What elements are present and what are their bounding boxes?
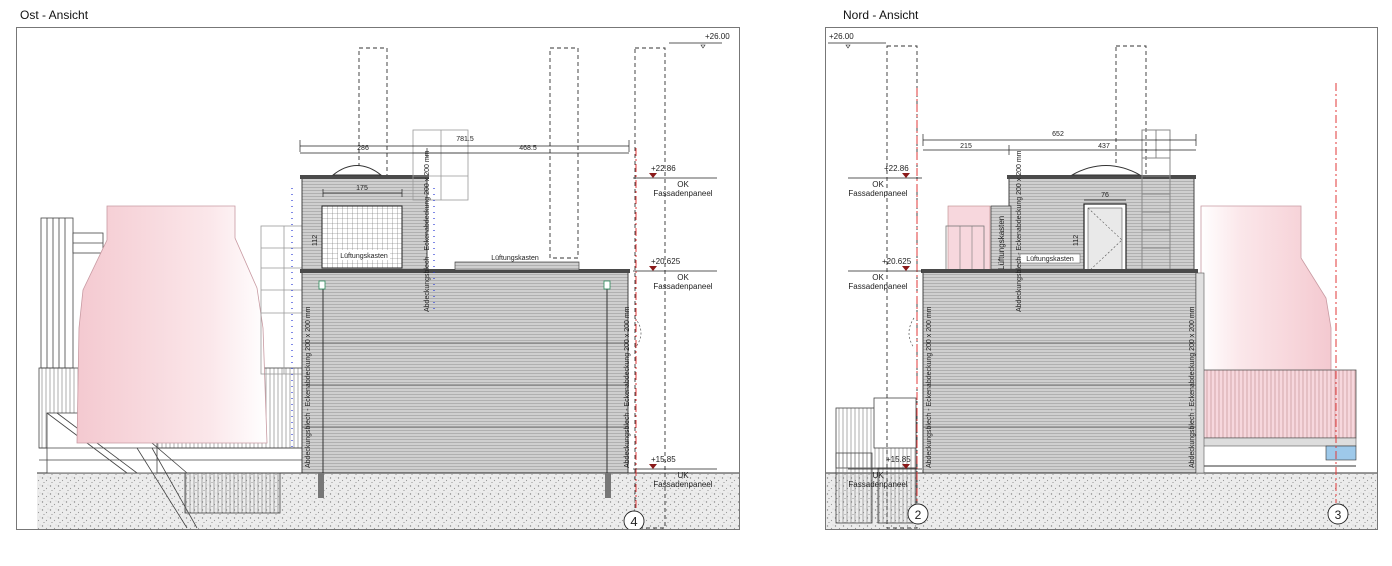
dim-vent-east: 175: [356, 185, 368, 192]
level-2-label2-north: Fassadenpaneel: [848, 282, 907, 291]
top-level-north: +26.00: [829, 32, 854, 41]
axis-bubble-north-3: [1327, 503, 1349, 525]
cover-label-upper-north: Abdeckungsblech - Eckenabdeckung 200 x 2…: [1016, 150, 1023, 312]
level-3-label2-north: Fassadenpaneel: [848, 480, 907, 489]
vent-box-horizontal-north: Lüftungskasten: [1026, 256, 1074, 263]
pink-element-north: [947, 205, 991, 272]
east-view-title: Ost - Ansicht: [20, 8, 89, 22]
cover-label-upper: Abdeckungsblech - Eckenabdeckung 200 x 2…: [424, 150, 431, 312]
level-2-value-north: +20.625: [882, 257, 912, 266]
main-roof-edge: [300, 269, 630, 273]
level-3-label1-east: UK: [677, 471, 689, 480]
dim-door-north: 76: [1101, 192, 1109, 199]
dimension-lines-east: [299, 140, 630, 197]
level-markers-north: +22.86 OK Fassadenpaneel +20.625 OK Fass…: [848, 164, 922, 489]
level-2-label1-east: OK: [677, 273, 689, 282]
left-stair-north: [835, 397, 917, 524]
top-level-east: +26.00: [705, 32, 730, 41]
roof-hatch-north: [1070, 165, 1142, 176]
vent-box-label-1: Lüftungskasten: [340, 253, 388, 260]
north-view-title: Nord - Ansicht: [843, 8, 919, 22]
cover-label-left-north: Abdeckungsblech - Eckenabdeckung 200 x 2…: [926, 306, 933, 468]
level-3-value-north: +15.85: [886, 455, 911, 464]
axis-label-north-3: 3: [1335, 508, 1342, 522]
water-box-north: [1325, 445, 1357, 461]
level-1-label1-north: OK: [872, 180, 884, 189]
north-view-drawing: Lüftungskasten Lüftungskasten Abdeckungs…: [825, 27, 1378, 530]
tank-east: [76, 205, 268, 444]
level-1-value-east: +22.86: [651, 164, 676, 173]
axis-bubble-north-2: [907, 503, 929, 525]
dim-right-north: 437: [1098, 143, 1110, 150]
main-roof-edge-north: [921, 269, 1198, 273]
level-2-label1-north: OK: [872, 273, 884, 282]
vent-box-roof-east: [454, 261, 580, 271]
level-2-value-east: +20.625: [651, 257, 681, 266]
cover-label-right-north: Abdeckungsblech - Eckenabdeckung 200 x 2…: [1189, 306, 1196, 468]
upper-roof-edge-north: [1007, 175, 1196, 179]
cover-label-right: Abdeckungsblech - Eckenabdeckung 200 x 2…: [624, 306, 631, 468]
railing-north: [1195, 369, 1357, 439]
level-1-value-north: +22.86: [884, 164, 909, 173]
level-1-label2-north: Fassadenpaneel: [848, 189, 907, 198]
east-view-drawing: Lüftungskasten Lüftungskasten Abdeckungs…: [16, 27, 740, 530]
main-body-east: [301, 270, 629, 474]
dim-side-east: 112: [312, 235, 319, 246]
vent-box-label-2: Lüftungskasten: [491, 255, 539, 262]
level-1-label2-east: Fassadenpaneel: [653, 189, 712, 198]
dim-overall-north: 652: [1052, 131, 1064, 138]
level-3-label2-east: Fassadenpaneel: [653, 480, 712, 489]
axis-label-north-2: 2: [915, 508, 922, 522]
dim-left-north: 215: [960, 143, 972, 150]
dim-side-north: 112: [1073, 235, 1080, 246]
roof-hatch-east: [331, 165, 383, 176]
level-3-label1-north: UK: [872, 471, 884, 480]
main-body-north: [922, 270, 1197, 474]
axis-bubble-east: [623, 510, 645, 529]
tank-north: [1200, 205, 1332, 389]
axis-label-east: 4: [630, 514, 637, 529]
vent-box-vertical-north: Lüftungskasten: [997, 216, 1006, 270]
level-1-label1-east: OK: [677, 180, 689, 189]
ladder-frame-east: [260, 225, 308, 375]
level-3-value-east: +15.85: [651, 455, 676, 464]
dim-right-east: 468.5: [519, 145, 537, 152]
level-markers-east: +22.86 OK Fassadenpaneel +20.625 OK Fass…: [633, 164, 717, 489]
ground-gravel: [37, 473, 739, 529]
upper-roof-edge: [300, 175, 429, 179]
cover-label-left: Abdeckungsblech - Eckenabdeckung 200 x 2…: [305, 306, 312, 468]
dim-left-east: 286: [357, 145, 369, 152]
dimension-lines-north: [922, 134, 1197, 201]
level-2-label2-east: Fassadenpaneel: [653, 282, 712, 291]
dim-overall-east: 781.5: [456, 136, 474, 143]
